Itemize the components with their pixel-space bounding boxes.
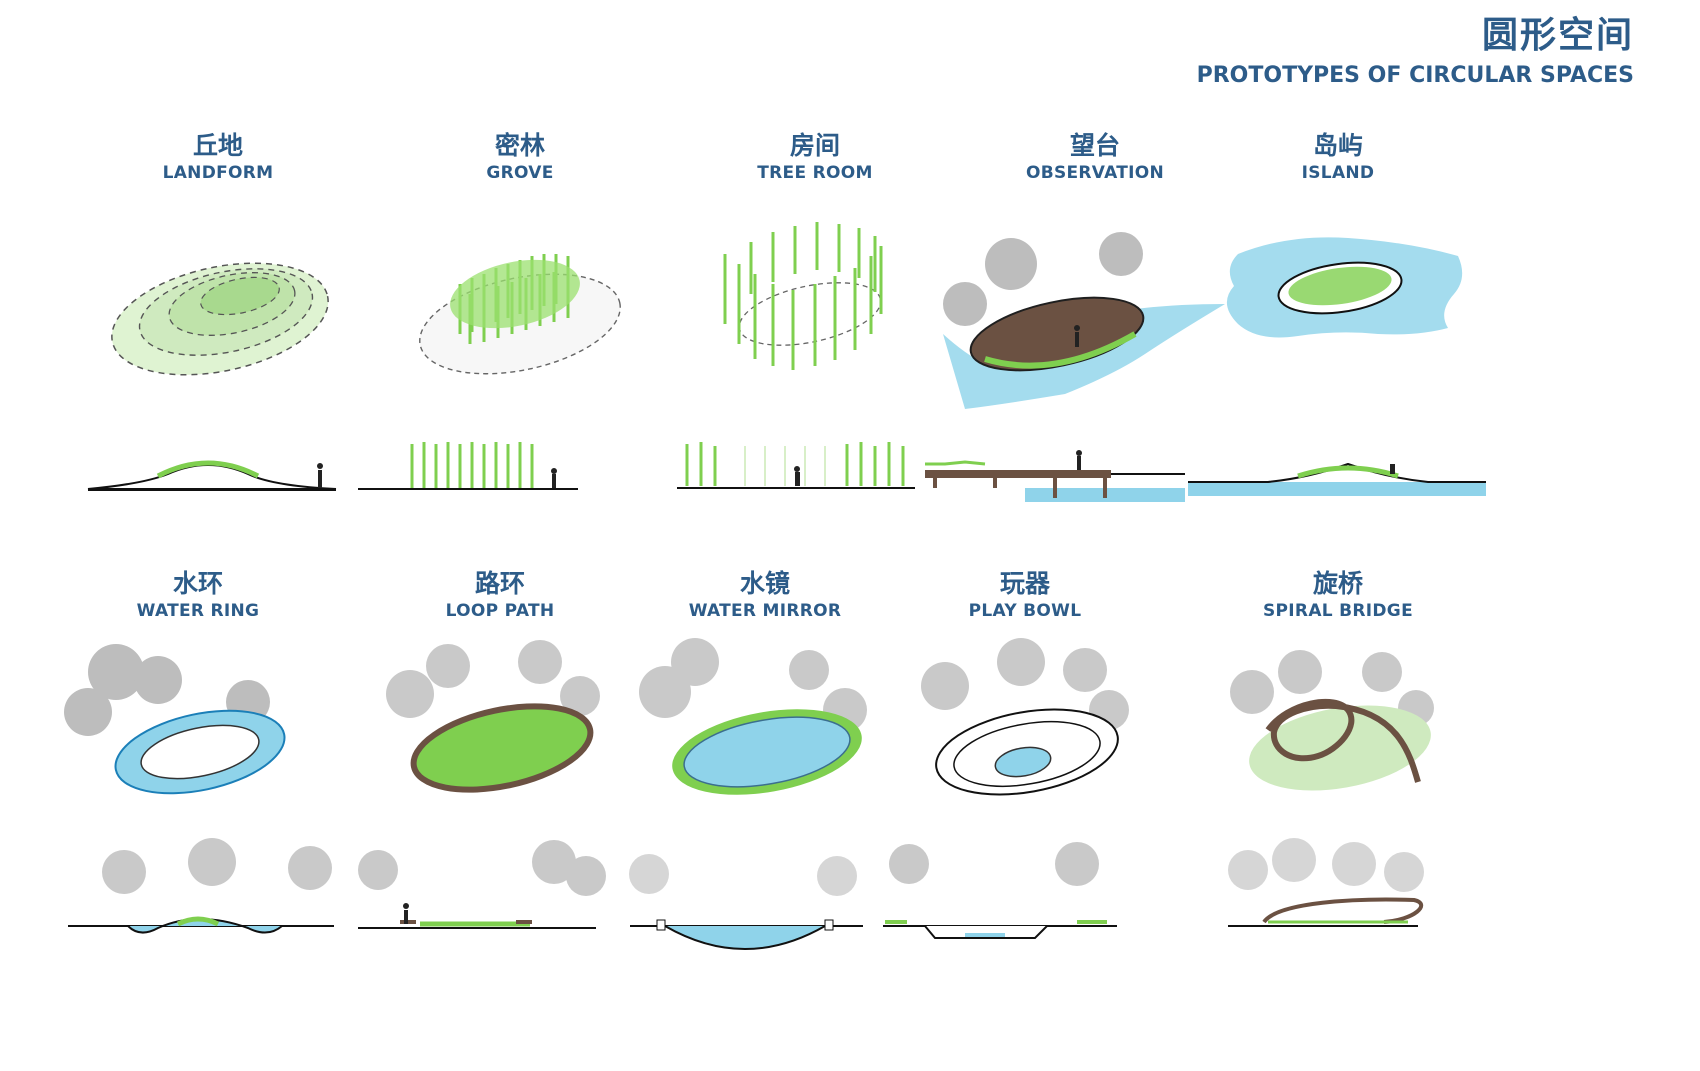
label-chinese: 水环 xyxy=(172,569,223,598)
label-english: PLAY BOWL xyxy=(968,601,1082,621)
label-chinese: 玩器 xyxy=(999,569,1050,598)
water-mirror-icon xyxy=(629,638,867,950)
prototype-island: 岛屿 ISLAND xyxy=(1168,130,1508,550)
prototype-label: 玩器 PLAY BOWL xyxy=(855,568,1195,622)
label-english: LANDFORM xyxy=(162,163,274,183)
title-chinese: 圆形空间 xyxy=(1481,15,1634,56)
prototype-label: 路环 LOOP PATH xyxy=(330,568,670,622)
grove-icon xyxy=(358,254,621,490)
label-chinese: 路环 xyxy=(474,569,525,598)
label-chinese: 水镜 xyxy=(739,569,790,598)
prototype-observation: 望台 OBSERVATION xyxy=(925,130,1265,550)
prototype-label: 水镜 WATER MIRROR xyxy=(595,568,935,622)
label-english: LOOP PATH xyxy=(445,601,555,621)
label-english: SPIRAL BRIDGE xyxy=(1263,601,1413,621)
title-english: PROTOTYPES OF CIRCULAR SPACES xyxy=(1196,63,1634,88)
label-chinese: 房间 xyxy=(789,131,840,160)
prototype-grove: 密林 GROVE xyxy=(350,130,690,550)
label-english: OBSERVATION xyxy=(1025,163,1165,183)
prototype-loop-path: 路环 LOOP PATH xyxy=(330,568,670,988)
tree-ring-icon xyxy=(677,222,915,489)
prototype-label: 望台 OBSERVATION xyxy=(925,130,1265,184)
label-english: ISLAND xyxy=(1301,163,1375,183)
prototype-water-mirror: 水镜 WATER MIRROR xyxy=(595,568,935,988)
deck-platform-icon xyxy=(925,232,1225,502)
label-chinese: 旋桥 xyxy=(1312,569,1363,598)
label-english: GROVE xyxy=(486,163,554,183)
island-icon xyxy=(1188,237,1486,496)
label-chinese: 岛屿 xyxy=(1312,131,1363,160)
prototype-play-bowl: 玩器 PLAY BOWL xyxy=(855,568,1195,988)
loop-path-icon xyxy=(358,640,606,929)
prototype-label: 岛屿 ISLAND xyxy=(1168,130,1508,184)
prototype-landform: 丘地 LANDFORM xyxy=(48,130,388,550)
prototype-label: 旋桥 SPIRAL BRIDGE xyxy=(1168,568,1508,622)
label-english: WATER RING xyxy=(136,601,260,621)
prototype-label: 水环 WATER RING xyxy=(28,568,368,622)
prototype-label: 丘地 LANDFORM xyxy=(48,130,388,184)
water-ring-icon xyxy=(64,644,334,934)
prototype-spiral-bridge: 旋桥 SPIRAL BRIDGE xyxy=(1168,568,1508,988)
label-english: TREE ROOM xyxy=(757,163,873,183)
page-title: 圆形空间 PROTOTYPES OF CIRCULAR SPACES xyxy=(1197,14,1634,90)
label-chinese: 望台 xyxy=(1069,131,1120,160)
label-chinese: 丘地 xyxy=(192,131,243,160)
dashed-mound-icon xyxy=(87,262,337,491)
prototype-label: 密林 GROVE xyxy=(350,130,690,184)
prototype-label: 房间 TREE ROOM xyxy=(645,130,985,184)
spiral-bridge-icon xyxy=(1228,650,1434,927)
prototype-water-ring: 水环 WATER RING xyxy=(28,568,368,988)
play-bowl-icon xyxy=(883,638,1129,939)
label-english: WATER MIRROR xyxy=(688,601,842,621)
label-chinese: 密林 xyxy=(494,131,545,160)
prototype-tree-room: 房间 TREE ROOM xyxy=(645,130,985,550)
